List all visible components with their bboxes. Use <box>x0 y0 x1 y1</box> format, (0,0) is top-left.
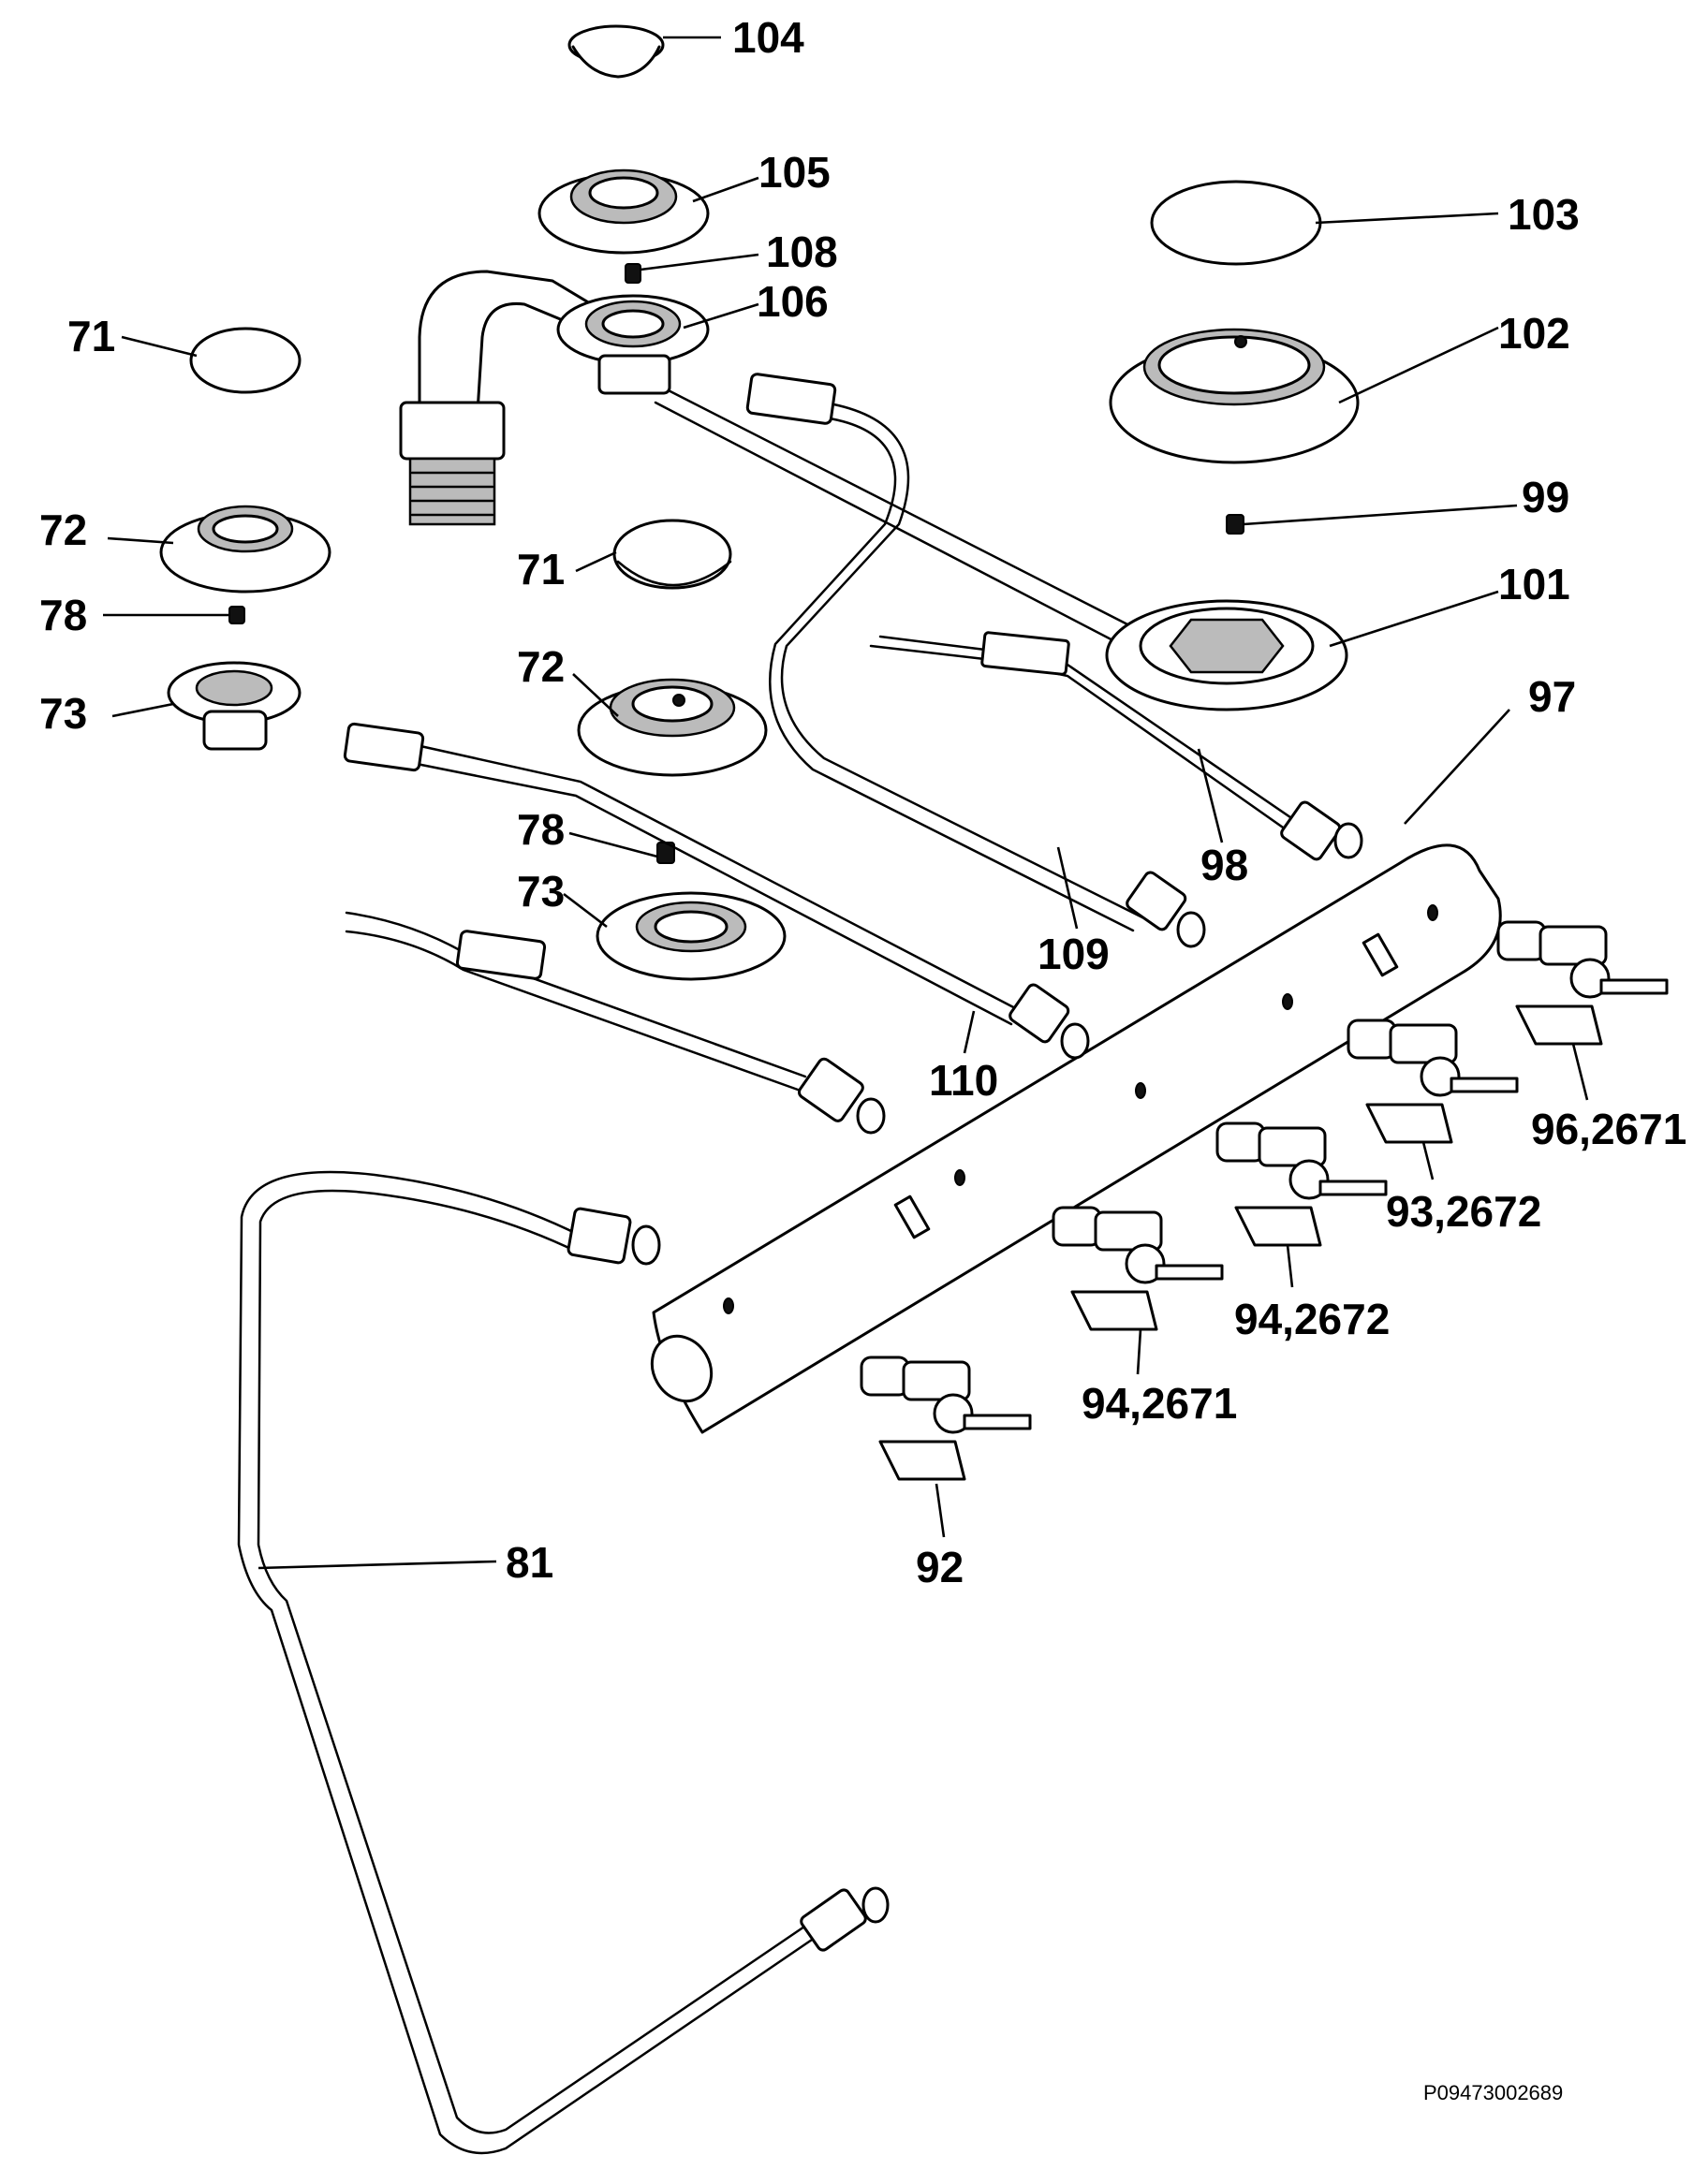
callout-92: 92 <box>916 1543 964 1591</box>
callout-102: 102 <box>1498 309 1570 358</box>
injector-108 <box>625 263 641 284</box>
callout-96-2671: 96,2671 <box>1531 1105 1686 1153</box>
callout-78-left: 78 <box>39 591 87 639</box>
gas-tap-96-2671 <box>1496 920 1669 1046</box>
callout-99: 99 <box>1522 473 1569 521</box>
callout-labels: 104 105 108 106 103 102 99 101 97 98 109… <box>39 13 1686 1591</box>
callout-98: 98 <box>1200 841 1248 889</box>
supply-pipe-110 <box>343 722 1090 1060</box>
callout-78-centre: 78 <box>517 805 565 854</box>
burner-cap-104 <box>567 24 665 79</box>
gas-tap-93-2672 <box>1347 1019 1519 1144</box>
burner-base-73-centre <box>596 891 787 981</box>
injector-78-left <box>228 606 245 624</box>
callout-109: 109 <box>1038 930 1110 978</box>
callout-104: 104 <box>732 13 804 62</box>
callout-81: 81 <box>506 1538 553 1587</box>
burner-base-101 <box>1105 599 1348 711</box>
gas-tap-94-2671 <box>1052 1206 1224 1331</box>
callout-106: 106 <box>757 277 829 326</box>
callout-71-centre: 71 <box>517 545 565 594</box>
burner-crown-102 <box>1109 328 1360 464</box>
burner-cap-71-centre <box>612 519 732 590</box>
callout-108: 108 <box>766 227 838 276</box>
pipe-106-to-101-upper <box>654 382 1135 629</box>
callout-71-left: 71 <box>67 312 115 360</box>
burner-base-106 <box>556 294 710 395</box>
pipe-106-to-101-lower <box>654 401 1126 648</box>
gas-tap-94-2672 <box>1215 1121 1388 1247</box>
supply-pipe-lower-left <box>345 911 886 1135</box>
burner-crown-72-left <box>159 505 331 594</box>
burner-base-73-left <box>167 661 302 751</box>
supply-pipe-81 <box>237 1170 890 2155</box>
callout-72-left: 72 <box>39 506 87 554</box>
leader-lines <box>103 36 1589 1570</box>
gas-inlet-elbow-pipe <box>399 270 601 526</box>
burner-cap-71-left <box>189 327 302 394</box>
callout-73-left: 73 <box>39 689 87 738</box>
callout-72-centre: 72 <box>517 642 565 691</box>
callout-105: 105 <box>758 148 831 197</box>
callout-93-2672: 93,2672 <box>1386 1187 1541 1236</box>
burner-cap-103 <box>1150 180 1322 266</box>
supply-pipe-98 <box>869 631 1363 861</box>
burner-crown-72-centre <box>577 678 768 777</box>
callout-97: 97 <box>1528 672 1576 721</box>
callout-73-centre: 73 <box>517 867 565 916</box>
callout-94-2671: 94,2671 <box>1082 1379 1237 1428</box>
burner-crown-105 <box>537 169 710 255</box>
callout-94-2672: 94,2672 <box>1234 1295 1390 1343</box>
supply-pipe-109 <box>745 373 1206 948</box>
injector-99 <box>1226 514 1244 535</box>
gas-tap-92 <box>860 1356 1032 1481</box>
drawing-reference-number: P09473002689 <box>1423 2081 1563 2104</box>
callout-103: 103 <box>1508 190 1580 239</box>
gas-manifold-pipe-97 <box>650 843 1502 1434</box>
callout-110: 110 <box>929 1056 998 1105</box>
callout-101: 101 <box>1498 560 1570 608</box>
